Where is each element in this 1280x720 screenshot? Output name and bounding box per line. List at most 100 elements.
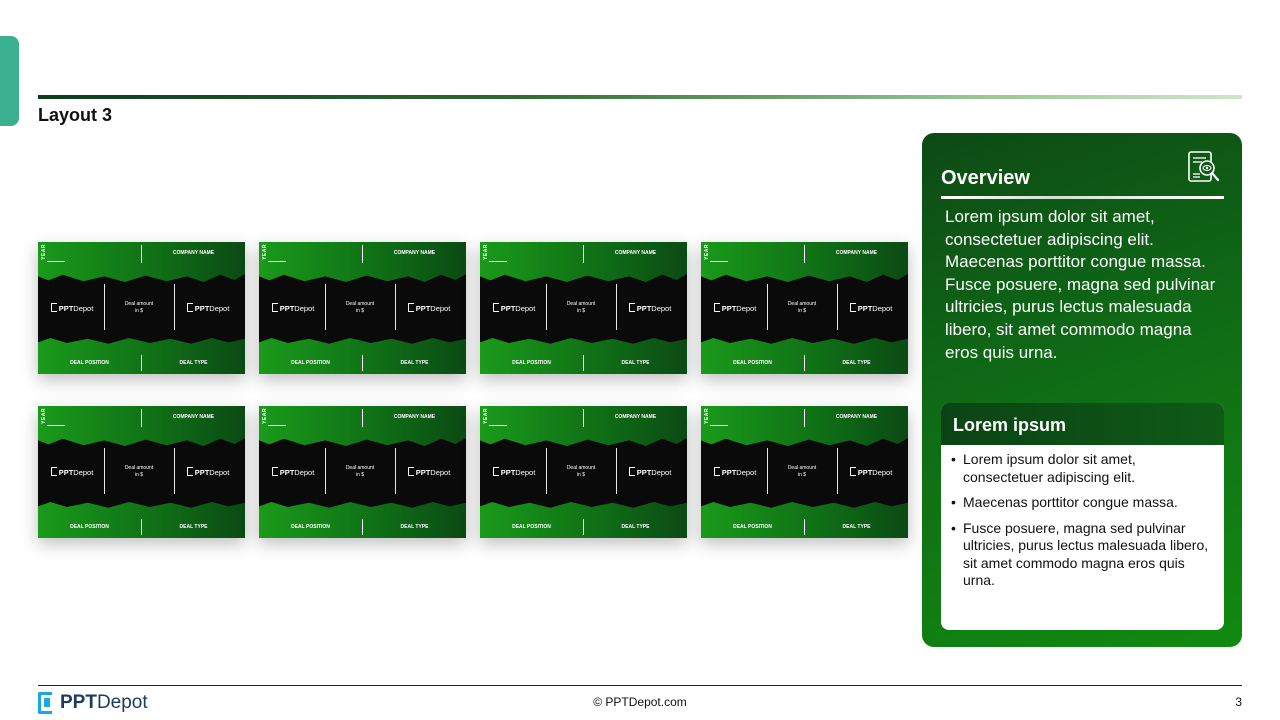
card-logo-left: PPTDepot [705,467,765,477]
overview-rule [941,196,1224,199]
card-year: YEAR [41,408,47,424]
card-deal-position: DEAL POSITION [512,524,551,530]
card-logo-right: PPTDepot [620,303,680,313]
footer-logo[interactable]: PPTDepot [38,690,148,716]
card-logo-bold: PPT [58,304,74,313]
card-divider [325,448,326,494]
card-deal-position: DEAL POSITION [70,524,109,530]
footer-rule [38,685,1242,686]
ppt-depot-logo-icon [271,467,278,476]
card-logo-bold: PPT [857,304,873,313]
card-deal-line1: Deal amount [124,465,154,471]
card-logo-light: Depot [73,468,94,477]
slide-title: Layout 3 [38,105,113,125]
ppt-depot-logo-icon [38,692,52,714]
card-logo-light: Depot [651,304,672,313]
card-divider [174,284,175,330]
card-year: YEAR [704,244,710,260]
card-divider [616,284,617,330]
ppt-depot-logo-icon [186,303,193,312]
card-logo-bold: PPT [279,304,295,313]
card-logo-right: PPTDepot [178,303,238,313]
card-deal-position: DEAL POSITION [512,360,551,366]
footer-logo-bold: PPT [60,692,97,713]
card-company-name: COMPANY NAME [614,414,657,420]
card-company-name: COMPANY NAME [614,250,657,256]
card-year-line [268,425,286,426]
ppt-depot-logo-icon [849,303,856,312]
card-logo-light: Depot [515,304,536,313]
card-divider [141,409,142,427]
card-logo-bold: PPT [58,468,74,477]
card-year-line [710,425,728,426]
card-logo-right: PPTDepot [399,467,459,477]
card-logo-bold: PPT [500,468,516,477]
footer-logo-light: Depot [96,692,148,713]
card-divider [767,284,768,330]
card-logo-left: PPTDepot [263,303,323,313]
card-divider [767,448,768,494]
overview-text: Lorem ipsum dolor sit amet, consectetuer… [945,207,1216,362]
lorem-card-title: Lorem ipsum [941,403,1224,445]
card-logo-bold: PPT [721,304,737,313]
card-year-line [710,261,728,262]
ppt-depot-logo-icon [186,467,193,476]
card-year: YEAR [41,244,47,260]
card-divider [395,284,396,330]
footer-copyright: © PPTDepot.com [593,695,687,709]
ppt-depot-logo-icon [492,467,499,476]
card-divider [395,448,396,494]
card-divider [546,448,547,494]
card-deal-position: DEAL POSITION [733,524,772,530]
card-logo-bold: PPT [500,304,516,313]
card-divider [837,284,838,330]
card-deal-line1: Deal amount [566,465,596,471]
card-deal-position: DEAL POSITION [70,360,109,366]
ppt-depot-logo-icon [713,467,720,476]
card-logo-light: Depot [294,304,315,313]
card-deal-type: DEAL TYPE [179,360,208,366]
card-deal-type: DEAL TYPE [842,360,871,366]
card-deal-line2: in $ [355,307,365,314]
card-company-name: COMPANY NAME [393,414,436,420]
card-deal-type: DEAL TYPE [179,524,208,530]
list-item: Fusce posuere, magna sed pulvinar ultric… [951,520,1212,590]
card-divider [804,519,805,535]
card-divider [804,355,805,371]
card-logo-light: Depot [209,468,230,477]
list-item: Maecenas porttitor congue massa. [951,494,1212,512]
card-logo-light: Depot [430,468,451,477]
card-divider [104,448,105,494]
card-divider [104,284,105,330]
card-deal-type: DEAL TYPE [621,524,650,530]
card-logo-right: PPTDepot [841,467,901,477]
card-year-line [489,425,507,426]
header-gradient-rule [38,95,1242,99]
card-divider [583,519,584,535]
card-logo-light: Depot [651,468,672,477]
card-year-line [268,261,286,262]
card-logo-left: PPTDepot [263,467,323,477]
card-divider [362,245,363,263]
card-logo-bold: PPT [636,468,652,477]
card-company-name: COMPANY NAME [835,250,878,256]
card-logo-left: PPTDepot [42,303,102,313]
ppt-depot-logo-icon [713,303,720,312]
card-divider [804,245,805,263]
card-year: YEAR [262,408,268,424]
ppt-depot-logo-icon [407,303,414,312]
card-logo-bold: PPT [194,468,210,477]
card-divider [804,409,805,427]
card-logo-left: PPTDepot [484,467,544,477]
bullet-list: Lorem ipsum dolor sit amet, consectetuer… [941,451,1224,590]
card-logo-light: Depot [872,304,893,313]
card-deal-type: DEAL TYPE [400,524,429,530]
